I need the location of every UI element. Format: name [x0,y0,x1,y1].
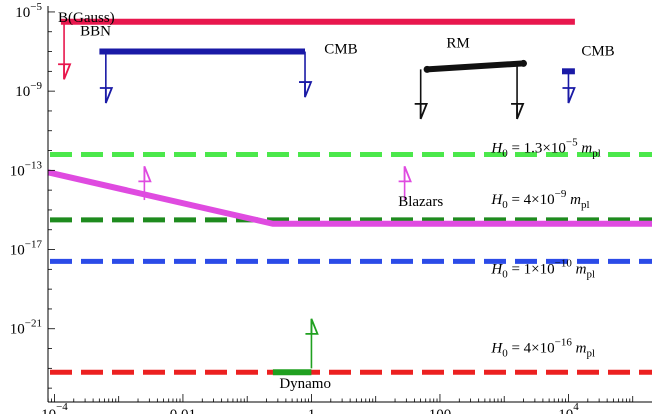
series-line [47,169,652,227]
arrow-head [99,87,114,104]
annotation-blazars: Blazars [398,194,443,210]
arrow-head [138,166,152,183]
x-tick-label: 100 [429,407,452,414]
hubble-label-h0_d: H0 = 4×10−16 mpl [490,337,595,360]
arrow-head [299,81,313,98]
y-tick-label: 10−9 [15,80,42,100]
arrow-head [305,318,319,335]
hubble-label-h0_b: H0 = 4×10−9 mpl [490,188,589,211]
x-tick-label: 10−4 [41,401,68,414]
arrow-head [511,102,525,120]
limit-arrows [58,23,576,369]
annotation-cmb_right: CMB [581,44,614,60]
reference-lines [50,152,652,375]
series-line [426,60,524,73]
series-point [519,59,527,67]
arrow-head [398,166,412,183]
y-tick-label: 10−13 [10,159,43,179]
data-series [47,18,652,376]
arrow-head [58,63,72,80]
annotation-dynamo: Dynamo [279,376,331,392]
arrow-head [414,102,429,120]
x-tick-label: 104 [558,401,579,414]
annotation-rm: RM [446,36,469,52]
annotation-cmb_left: CMB [324,42,357,58]
series-point [423,65,431,73]
y-tick-label: 10−21 [10,318,42,338]
arrow-head [562,87,576,104]
x-tick-label: 1 [308,407,316,414]
hubble-label-h0_a: H0 = 1.3×10−5 mpl [490,137,600,160]
y-tick-label: 10−5 [15,1,42,21]
x-tick-label: 0.01 [170,407,196,414]
annotation-bbn: BBN [80,24,111,40]
axes: 10−5 10−9 10−13 10−17 10−21 10−4 0.01 1 100 104 [10,1,652,414]
y-axis-label: B(Gauss) [58,10,115,26]
hubble-label-h0_c: H0 = 1×10−10 mpl [490,257,595,280]
y-tick-label: 10−17 [10,239,43,259]
